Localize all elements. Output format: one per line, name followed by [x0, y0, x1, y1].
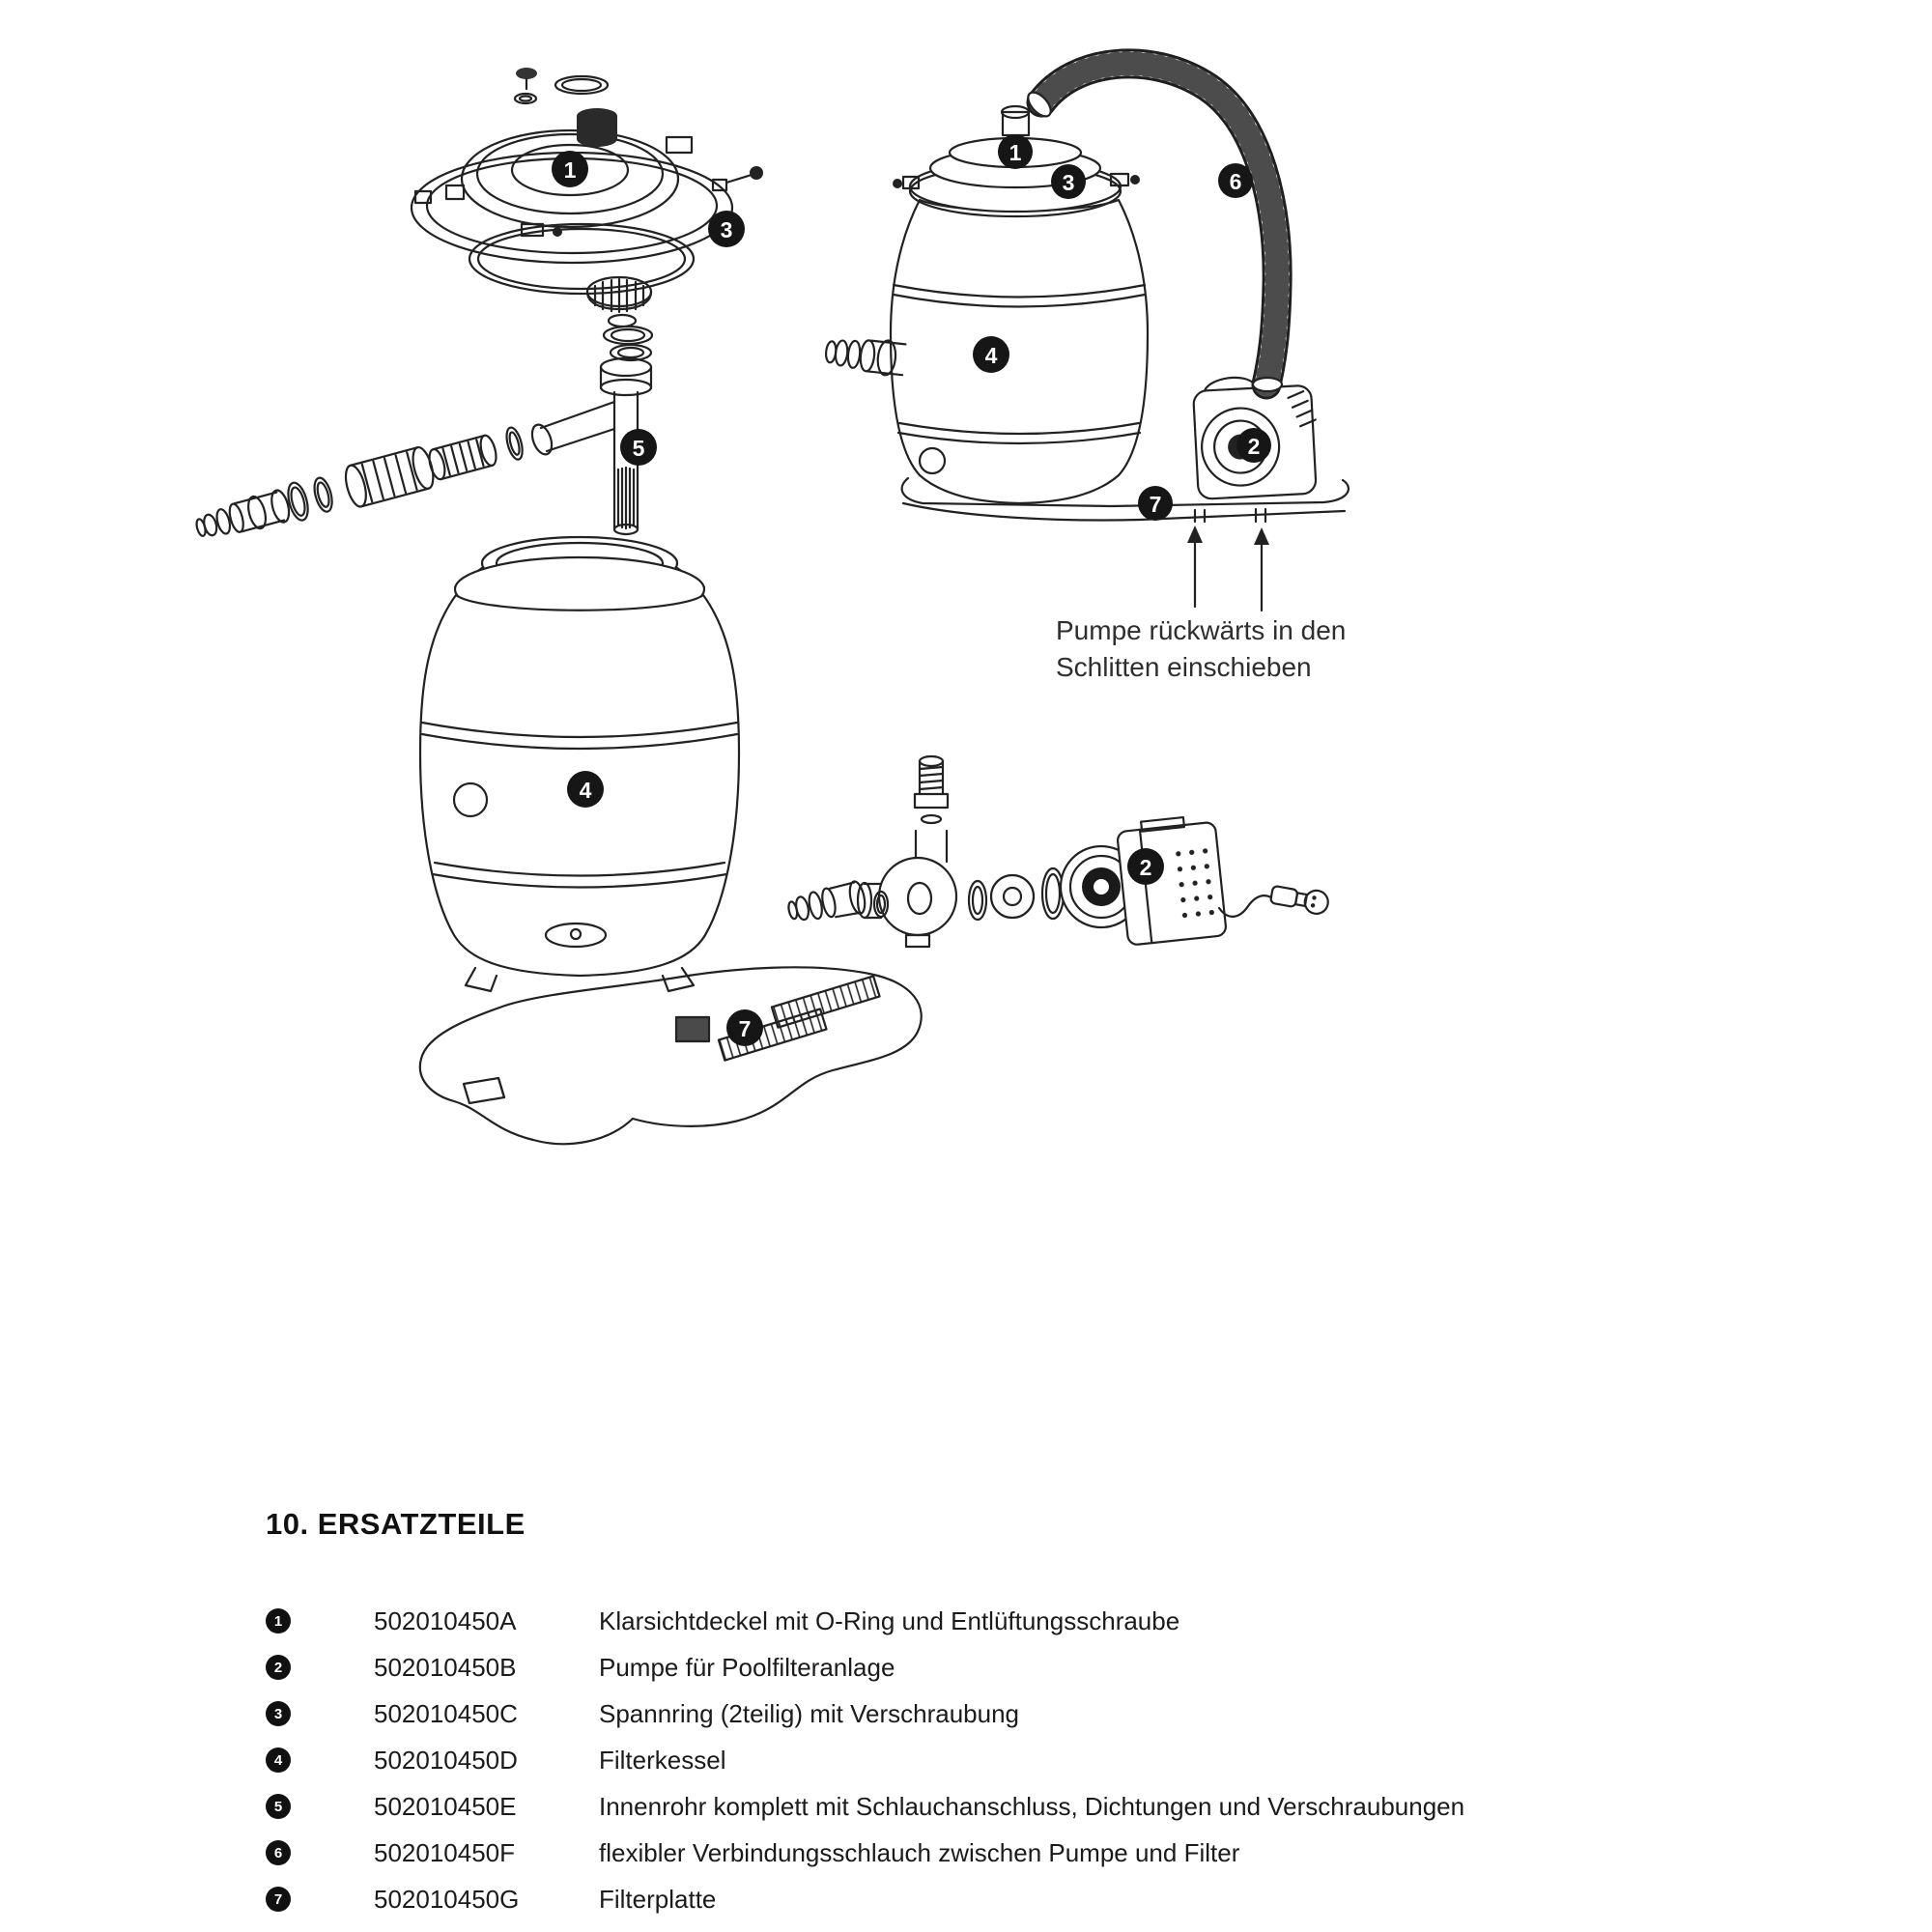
svg-text:6: 6 [1230, 169, 1242, 194]
part-code: 502010450F [374, 1837, 516, 1867]
parts-table: 1 502010450A Klarsichtdeckel mit O-Ring … [266, 1598, 1773, 1922]
pump-exploded-drawing [787, 754, 1329, 949]
callout-exploded-tank: 4 [567, 771, 604, 808]
part-description: Pumpe für Poolfilteranlage [599, 1652, 895, 1682]
filter-plate-drawing [418, 966, 923, 1146]
callout-assembled-tank: 4 [973, 336, 1009, 373]
callout-assembled-pump: 2 [1236, 428, 1271, 463]
part-number-badge: 3 [266, 1701, 291, 1726]
annotation-line-2: Schlitten einschieben [1056, 652, 1312, 682]
svg-text:2: 2 [1248, 434, 1261, 459]
svg-text:7: 7 [1150, 492, 1162, 517]
parts-title: 10. ERSATZTEILE [266, 1507, 526, 1541]
parts-diagram: Pumpe rückwärts in den Schlitten einschi… [195, 48, 1350, 1146]
part-number-badge: 1 [266, 1608, 291, 1634]
svg-text:3: 3 [721, 217, 733, 242]
part-description: Spannring (2teilig) mit Verschraubung [599, 1698, 1020, 1728]
svg-text:4: 4 [580, 778, 592, 803]
lid-oring-drawing [468, 222, 696, 296]
part-code: 502010450B [374, 1652, 517, 1682]
part-description: Innenrohr komplett mit Schlauchanschluss… [599, 1791, 1465, 1821]
callout-assembled-hose: 6 [1218, 163, 1253, 198]
callout-exploded-tube: 5 [620, 429, 657, 466]
part-code: 502010450C [374, 1698, 518, 1728]
part-description: Klarsichtdeckel mit O-Ring und Entlüftun… [599, 1605, 1180, 1635]
part-description: Filterkessel [599, 1745, 726, 1775]
part-row: 2 502010450B Pumpe für Poolfilteranlage [266, 1644, 1773, 1690]
annotation-line-1: Pumpe rückwärts in den [1056, 615, 1346, 645]
part-number-badge: 4 [266, 1747, 291, 1773]
part-number-badge: 2 [266, 1655, 291, 1680]
part-code: 502010450G [374, 1884, 520, 1914]
part-description: flexibler Verbindungsschlauch zwischen P… [599, 1837, 1240, 1867]
callout-exploded-lid: 1 [552, 151, 588, 187]
part-number-badge: 6 [266, 1840, 291, 1865]
svg-text:1: 1 [564, 157, 577, 183]
callout-assembled-plate: 7 [1138, 486, 1173, 521]
part-row: 5 502010450E Innenrohr komplett mit Schl… [266, 1783, 1773, 1830]
drain-cap-drawing [585, 275, 654, 362]
svg-text:3: 3 [1063, 170, 1075, 195]
callout-assembled-lid: 1 [998, 134, 1033, 169]
part-number-badge: 5 [266, 1794, 291, 1819]
part-code: 502010450E [374, 1791, 517, 1821]
svg-text:2: 2 [1140, 855, 1152, 880]
slot-arrows [1187, 526, 1269, 612]
callout-exploded-clamp: 3 [708, 211, 745, 247]
part-code: 502010450A [374, 1605, 517, 1635]
part-row: 7 502010450G Filterplatte [266, 1876, 1773, 1922]
svg-text:7: 7 [739, 1016, 752, 1041]
part-number-badge: 7 [266, 1887, 291, 1912]
hose-fittings-drawing [195, 426, 524, 537]
callout-exploded-plate: 7 [726, 1009, 763, 1046]
svg-text:5: 5 [633, 436, 645, 461]
parts-section: 10. ERSATZTEILE 1 502010450A Klarsichtde… [266, 1507, 1773, 1922]
callout-pump-exploded: 2 [1127, 848, 1164, 885]
svg-text:1: 1 [1009, 140, 1022, 165]
filter-tank-drawing [418, 535, 741, 993]
vent-screw-drawing [513, 68, 610, 105]
connection-hose-drawing [1026, 48, 1293, 400]
svg-text:4: 4 [985, 343, 998, 368]
part-row: 3 502010450C Spannring (2teilig) mit Ver… [266, 1690, 1773, 1737]
part-row: 4 502010450D Filterkessel [266, 1737, 1773, 1783]
part-description: Filterplatte [599, 1884, 717, 1914]
part-row: 1 502010450A Klarsichtdeckel mit O-Ring … [266, 1598, 1773, 1644]
part-code: 502010450D [374, 1745, 518, 1775]
part-row: 6 502010450F flexibler Verbindungsschlau… [266, 1830, 1773, 1876]
callout-assembled-clamp: 3 [1051, 164, 1086, 199]
